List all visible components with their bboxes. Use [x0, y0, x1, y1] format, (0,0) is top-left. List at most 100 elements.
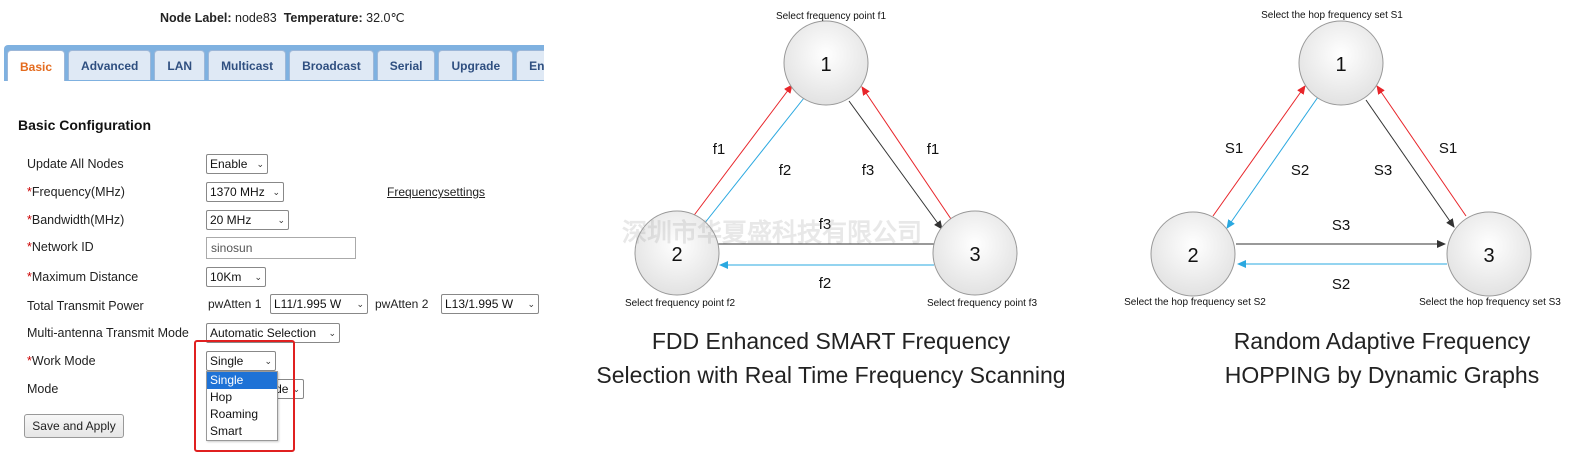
- multi-antenna-select[interactable]: Automatic Selection⌄: [206, 323, 340, 343]
- network-id-label-text: Network ID: [31, 240, 94, 254]
- tab-lan[interactable]: LAN: [154, 50, 206, 80]
- work-mode-select[interactable]: Single ⌄: [206, 351, 276, 371]
- save-and-apply-button[interactable]: Save and Apply: [24, 414, 124, 438]
- frequency-value: 1370 MHz: [210, 185, 265, 199]
- hop-edge-3-1: [1376, 85, 1467, 217]
- fdd-edge-label-f3-right: f3: [862, 162, 875, 179]
- fdd-node-2-caption: Select frequency point f2: [625, 298, 736, 309]
- node-label-value: node83: [235, 11, 277, 25]
- fdd-edge-label-f1-right: f1: [927, 141, 940, 158]
- fdd-node-1-caption: Select frequency point f1: [776, 11, 887, 22]
- max-distance-label: *Maximum Distance: [27, 270, 138, 284]
- hop-caption-line2: HOPPING by Dynamic Graphs: [1224, 362, 1540, 388]
- required-star: *: [27, 270, 32, 284]
- fdd-caption-line1: FDD Enhanced SMART Frequency: [651, 328, 1011, 354]
- frequency-select[interactable]: 1370 MHz ⌄: [206, 182, 284, 202]
- fdd-node-2-label: 2: [671, 244, 682, 266]
- tab-multicast[interactable]: Multicast: [208, 50, 287, 80]
- fdd-edge-label-f2-left: f2: [779, 162, 792, 179]
- required-star: *: [27, 213, 32, 227]
- fdd-node-2: [634, 210, 720, 296]
- atten2-label: pwAtten 2: [375, 297, 429, 311]
- work-mode-label-text: Work Mode: [31, 354, 96, 368]
- node-info: Node Label: node83 Temperature: 32.0℃: [160, 10, 405, 25]
- hop-edge-2-1: [1212, 85, 1306, 217]
- fdd-edge-label-f2-bottom: f2: [819, 275, 832, 292]
- frequency-label-text: Frequency(MHz): [31, 185, 125, 199]
- chevron-down-icon: ⌄: [292, 383, 300, 394]
- hop-node-2-caption: Select the hop frequency set S2: [1124, 297, 1266, 308]
- work-mode-option-roaming[interactable]: Roaming: [210, 407, 259, 421]
- row-tx-power: Total Transmit Power pwAtten 1 L11/1.995…: [0, 294, 550, 318]
- tab-bar: Basic Advanced LAN Multicast Broadcast S…: [4, 45, 544, 81]
- update-all-nodes-select[interactable]: Enable⌄: [206, 154, 268, 174]
- tx-power-label: Total Transmit Power: [27, 299, 144, 313]
- hop-edge-1-2: [1226, 96, 1319, 229]
- tab-advanced[interactable]: Advanced: [68, 50, 152, 80]
- hop-edge-label-s2-bottom: S2: [1332, 276, 1350, 293]
- chevron-down-icon: ⌄: [277, 214, 285, 225]
- hop-node-1-label: 1: [1335, 54, 1346, 76]
- section-title: Basic Configuration: [18, 117, 152, 133]
- row-work-mode: *Work Mode Single ⌄: [0, 351, 550, 375]
- hop-edge-label-s2-left: S2: [1291, 162, 1309, 179]
- bandwidth-label-text: Bandwidth(MHz): [31, 213, 125, 227]
- work-mode-dropdown: Single Hop Roaming Smart: [206, 371, 278, 441]
- mode-label: Mode: [27, 382, 59, 396]
- row-frequency: *Frequency(MHz) 1370 MHz ⌄ Frequencysetti…: [0, 182, 550, 206]
- network-id-input[interactable]: sinosun: [206, 237, 356, 259]
- mode-value: de: [275, 382, 289, 396]
- update-all-nodes-label: Update All Nodes: [27, 157, 124, 171]
- hop-caption: Random Adaptive Frequency HOPPING by Dyn…: [1190, 324, 1570, 392]
- max-distance-label-text: Maximum Distance: [31, 270, 139, 284]
- network-id-label: *Network ID: [27, 240, 94, 254]
- chevron-down-icon: ⌄: [272, 186, 280, 197]
- highlight-box: [194, 340, 295, 452]
- chevron-down-icon: ⌄: [264, 355, 272, 366]
- tab-basic[interactable]: Basic: [7, 50, 66, 81]
- max-distance-select[interactable]: 10Km ⌄: [206, 267, 266, 287]
- fdd-caption: FDD Enhanced SMART Frequency Selection w…: [580, 324, 1082, 392]
- hop-node-2-label: 2: [1187, 245, 1198, 267]
- node-label-key: Node Label:: [160, 11, 232, 25]
- hop-node-1: [1298, 20, 1384, 106]
- bandwidth-select[interactable]: 20 MHz ⌄: [206, 210, 289, 230]
- hop-node-3: [1446, 211, 1532, 297]
- max-distance-value: 10Km: [210, 270, 242, 284]
- work-mode-value: Single: [210, 354, 244, 368]
- bandwidth-value: 20 MHz: [210, 213, 252, 227]
- fdd-node-3-caption: Select frequency point f3: [927, 298, 1038, 309]
- tab-serial[interactable]: Serial: [376, 50, 436, 80]
- hop-edge-label-s1-right: S1: [1439, 140, 1457, 157]
- fdd-edge-label-f3-bottom: f3: [819, 216, 832, 233]
- hop-node-1-caption: Select the hop frequency set S1: [1261, 10, 1403, 21]
- row-max-distance: *Maximum Distance 10Km ⌄: [0, 267, 550, 291]
- atten1-select[interactable]: L11/1.995 W⌄: [270, 294, 368, 314]
- company-watermark: 深圳市华夏盛科技有限公司: [622, 218, 923, 247]
- tab-encryption[interactable]: Encryption: [516, 50, 544, 80]
- tab-broadcast[interactable]: Broadcast: [289, 50, 374, 80]
- work-mode-option-hop[interactable]: Hop: [210, 390, 233, 404]
- fdd-node-3: [932, 210, 1018, 296]
- atten1-label: pwAtten 1: [208, 297, 262, 311]
- frequency-settings-link[interactable]: Frequencysettings: [387, 185, 486, 199]
- tab-upgrade[interactable]: Upgrade: [438, 50, 514, 80]
- chevron-down-icon: ⌄: [256, 158, 264, 169]
- work-mode-option-single[interactable]: Single: [207, 372, 277, 389]
- hop-node-3-label: 3: [1483, 245, 1494, 267]
- multi-antenna-label: Multi-antenna Transmit Mode: [27, 326, 189, 340]
- router-config-panel: Node Label: node83 Temperature: 32.0℃ Ba…: [0, 0, 550, 466]
- required-star: *: [27, 354, 32, 368]
- atten2-select[interactable]: L13/1.995 W ⌄: [441, 294, 539, 314]
- fdd-edge-3-1: [861, 86, 952, 220]
- chevron-down-icon: ⌄: [254, 271, 262, 282]
- chevron-down-icon: ⌄: [527, 298, 535, 309]
- row-multi-antenna: Multi-antenna Transmit Mode Automatic Se…: [0, 323, 550, 347]
- frequency-label: *Frequency(MHz): [27, 185, 125, 199]
- work-mode-option-smart[interactable]: Smart: [210, 424, 243, 438]
- atten2-value: L13/1.995 W: [445, 297, 514, 311]
- work-mode-label: *Work Mode: [27, 354, 96, 368]
- fdd-caption-line2: Selection with Real Time Frequency Scann…: [596, 362, 1066, 388]
- fdd-edge-label-f1-left: f1: [713, 141, 726, 158]
